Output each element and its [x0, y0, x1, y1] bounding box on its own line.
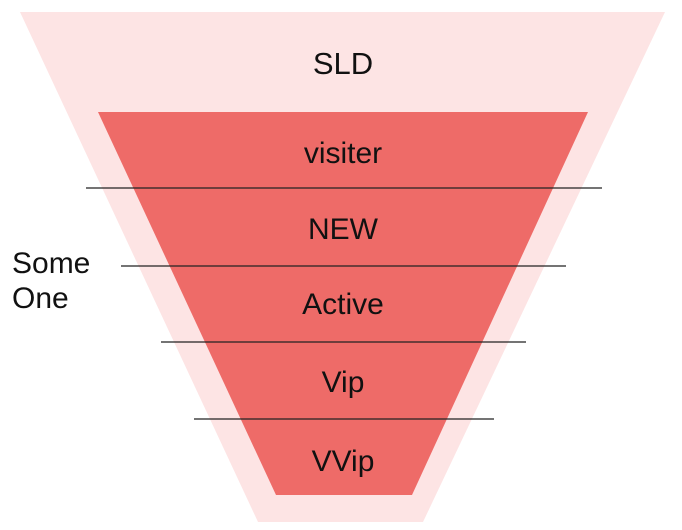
stage-label-visiter: visiter: [304, 137, 382, 170]
stage-label-new: NEW: [308, 213, 379, 246]
stage-label-vip: Vip: [322, 366, 365, 399]
side-label-line-1: Some: [12, 247, 91, 280]
inner-funnel-shape: [98, 112, 588, 495]
stage-label-vvip: VVip: [312, 445, 375, 478]
stage-label-active: Active: [302, 288, 384, 321]
side-label-line-2: One: [12, 282, 69, 315]
side-label: Some One: [12, 246, 90, 316]
outer-funnel-label: SLD: [313, 46, 373, 81]
